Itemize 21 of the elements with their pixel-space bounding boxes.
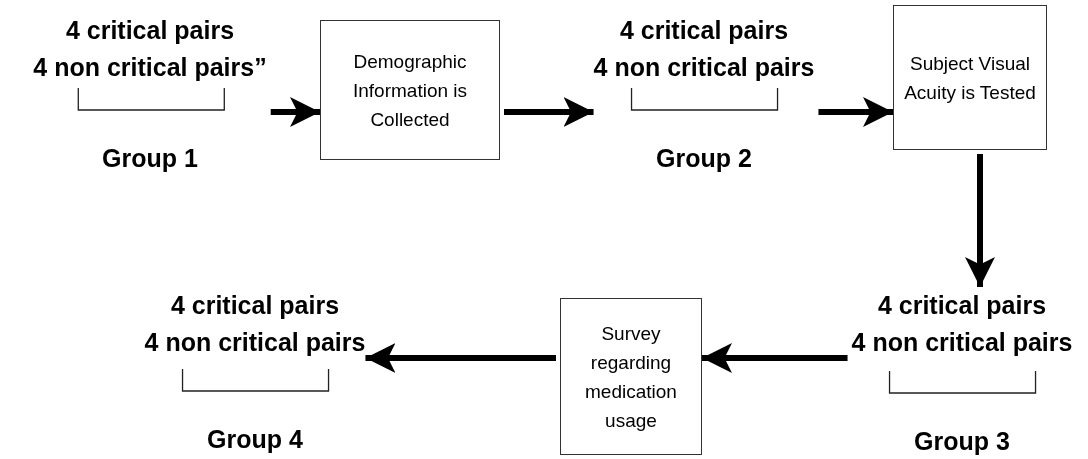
process-box: Demographic Information is Collected [320, 20, 500, 160]
group-label: Group 3 [913, 427, 1011, 456]
arrow [702, 343, 848, 373]
group-text: 4 non critical pairs [851, 327, 1073, 358]
arrow [818, 97, 893, 127]
arrow [365, 343, 556, 373]
group-label: Group 1 [101, 144, 199, 173]
group-text: 4 non critical pairs” [33, 52, 267, 83]
arrow [965, 154, 995, 287]
group-text: 4 critical pairs [64, 15, 236, 46]
group-label: Group 2 [655, 144, 753, 173]
arrow [270, 97, 320, 127]
process-box: Subject Visual Acuity is Tested [893, 5, 1047, 150]
group-text: 4 critical pairs [876, 290, 1048, 321]
group-label: Group 4 [206, 425, 304, 454]
group-text: 4 non critical pairs [593, 52, 815, 83]
arrow [504, 97, 594, 127]
group-text: 4 critical pairs [618, 15, 790, 46]
group-text: 4 non critical pairs [144, 327, 366, 358]
group-text: 4 critical pairs [169, 290, 341, 321]
process-box: Survey regarding medication usage [560, 298, 702, 455]
